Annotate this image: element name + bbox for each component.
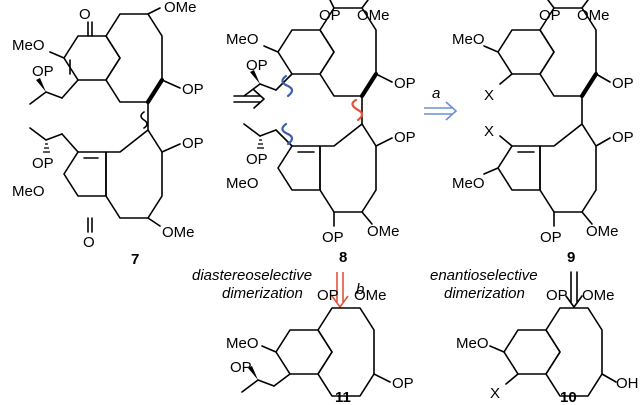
compound-11-structure [241, 307, 391, 397]
compound-10-structure [489, 307, 617, 397]
compound-9-label: 9 [567, 249, 575, 266]
c10-op: OP [546, 287, 568, 304]
c7-op-top: OP [32, 63, 54, 80]
c7-oxo-bottom: O [83, 234, 95, 251]
c8-op-chain-bottom: OP [246, 151, 268, 168]
compound-9-structure [483, 0, 611, 227]
c7-op-right-bottom: OP [182, 135, 204, 152]
compound-10-label: 10 [560, 389, 577, 405]
c10-ome: OMe [582, 287, 615, 304]
retro-arrow-b [331, 272, 349, 309]
c10-x: X [490, 385, 500, 402]
c7-meo-bottom: MeO [12, 183, 45, 200]
c7-op-bottom: OP [32, 155, 54, 172]
c8-op-chain-top: OP [246, 57, 268, 74]
c11-op: OP [317, 287, 339, 304]
c7-ome-top: OMe [164, 0, 197, 16]
c9-ome-bottom: OMe [586, 223, 619, 240]
c11-op-chain: OP [230, 359, 252, 376]
compound-7-label: 7 [131, 251, 139, 268]
c8-ome-top: OMe [357, 7, 390, 24]
retro-arrow-c [565, 271, 583, 308]
disconnection-blue-top [281, 74, 294, 98]
c9-op-right-top: OP [612, 75, 634, 92]
c8-op-bottom: OP [322, 229, 344, 246]
c8-meo-top: MeO [226, 31, 259, 48]
arrow-b-label: b [356, 281, 364, 298]
caption-diastereo-line1: diastereoselective [192, 267, 312, 284]
retro-arrow-a [424, 101, 458, 121]
arrow-a-label: a [432, 85, 440, 102]
c7-op-right-top: OP [182, 81, 204, 98]
c9-meo-bottom: MeO [452, 175, 485, 192]
c9-x-bottom: X [484, 123, 494, 140]
c7-ome-bottom: OMe [162, 224, 195, 241]
c8-op-right-top: OP [394, 75, 416, 92]
c8-meo-bottom: MeO [226, 175, 259, 192]
c8-op-right-bottom: OP [394, 129, 416, 146]
c9-op-right-bottom: OP [612, 129, 634, 146]
c11-op-right: OP [392, 375, 414, 392]
c7-oxo-top: O [79, 6, 91, 23]
c8-ome-bottom: OMe [367, 223, 400, 240]
compound-11-label: 11 [335, 389, 351, 405]
c10-meo: MeO [456, 335, 489, 352]
retro-arrow-7-8 [233, 89, 265, 109]
compound-7-structure [29, 7, 181, 233]
c9-op-top: OP [539, 7, 561, 24]
compound-8-label: 8 [339, 249, 347, 266]
disconnection-red-biaryl [351, 98, 364, 122]
c8-op-top: OP [319, 7, 341, 24]
c9-meo-top: MeO [452, 31, 485, 48]
c7-meo-top: MeO [12, 37, 45, 54]
c9-ome-top: OMe [577, 7, 610, 24]
caption-enantio-line1: enantioselective [430, 267, 538, 284]
c10-oh: OH [616, 375, 639, 392]
c11-meo: MeO [226, 335, 259, 352]
c9-x-top: X [484, 87, 494, 104]
c9-op-bottom: OP [540, 229, 562, 246]
compound-8-structure [243, 0, 393, 227]
caption-enantio-line2: dimerization [444, 285, 525, 302]
disconnection-blue-bottom [281, 122, 294, 146]
c11-ome: OMe [354, 287, 387, 304]
caption-diastereo-line2: dimerization [222, 285, 303, 302]
